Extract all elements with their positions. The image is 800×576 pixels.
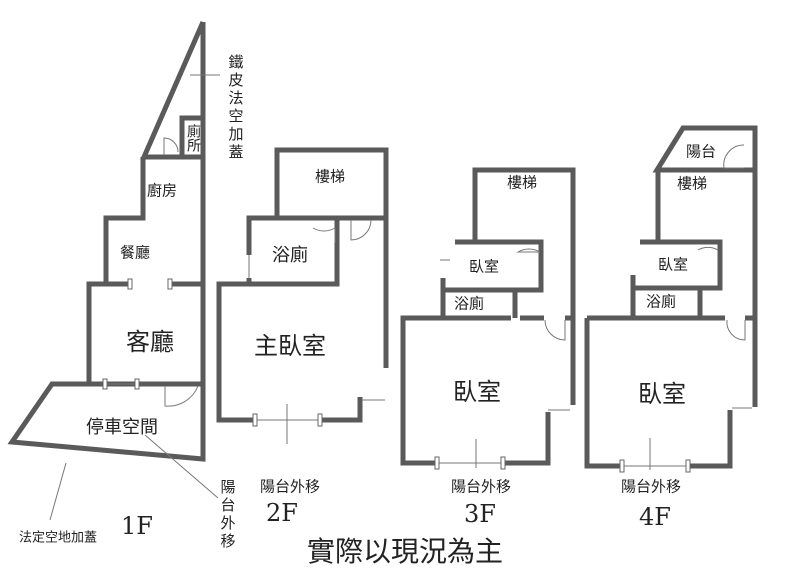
room-kitchen-1f: 廚房 <box>146 181 178 200</box>
room-bathroom-2f: 浴廁 <box>272 245 308 266</box>
disclaimer-footer: 實際以現況為主 <box>306 535 504 568</box>
room-balcony-4f: 陽台 <box>685 142 717 161</box>
floor-4-walls <box>584 125 758 473</box>
room-living-1f: 客廳 <box>126 328 174 356</box>
floor-label-3f: 3F <box>464 500 496 528</box>
room-bedroom-small-3f: 臥室 <box>468 257 500 276</box>
floor-label-1f: 1F <box>121 512 153 540</box>
room-bathroom-4f: 浴廁 <box>645 292 677 311</box>
room-bedroom-3f: 臥室 <box>453 378 501 406</box>
room-master-bedroom-2f: 主臥室 <box>254 332 326 360</box>
room-bedroom-small-4f: 臥室 <box>657 255 689 274</box>
room-dining-1f: 餐廳 <box>119 243 151 262</box>
floor-1-walls <box>7 20 220 521</box>
room-stairs-4f: 樓梯 <box>676 174 708 193</box>
room-toilet-1f: 廁所 <box>185 124 201 152</box>
floor-2-walls <box>216 147 389 444</box>
room-parking-1f: 停車空間 <box>86 417 158 438</box>
room-stairs-3f: 樓梯 <box>506 173 538 192</box>
room-bathroom-3f: 浴廁 <box>453 294 485 313</box>
floor-label-2f: 2F <box>266 499 298 527</box>
room-bedroom-4f: 臥室 <box>638 380 686 408</box>
room-stairs-2f: 樓梯 <box>314 167 346 186</box>
legal-open-space-note: 法定空地加蓋 <box>18 530 98 546</box>
floor-label-4f: 4F <box>639 503 671 531</box>
balcony-moved-note-2f: 陽台外移 <box>259 477 321 496</box>
balcony-moved-note-4f: 陽台外移 <box>620 477 682 496</box>
floor-3-walls <box>400 167 576 470</box>
balcony-moved-note-1f: 陽台外移 <box>218 479 237 551</box>
door-swing-icon <box>164 385 199 407</box>
iron-roof-note: 鐵皮法空加蓋 <box>226 54 245 162</box>
balcony-moved-note-3f: 陽台外移 <box>450 477 512 496</box>
